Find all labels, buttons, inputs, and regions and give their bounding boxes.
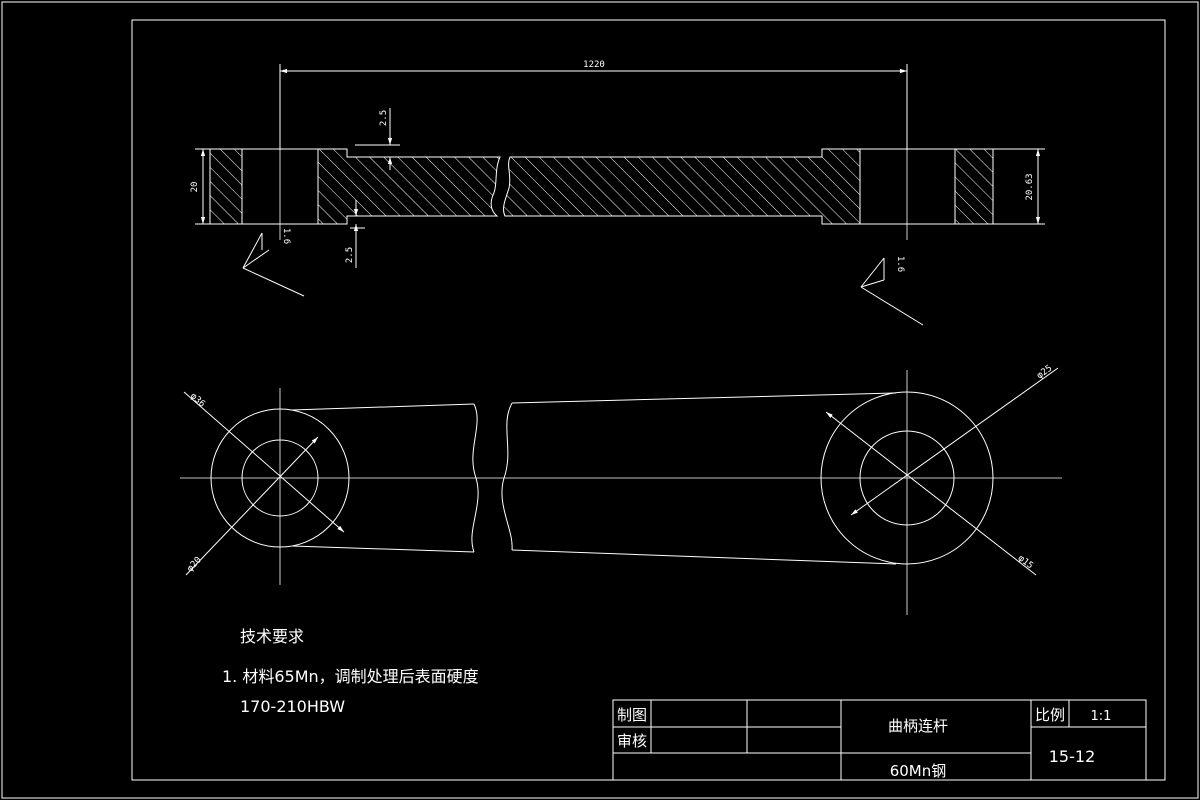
plan-view: φ36 φ20 φ25 φ15 (180, 364, 1062, 615)
notes-line-1: 1. 材料65Mn，调制处理后表面硬度 (222, 667, 479, 686)
right-body-hatch (503, 148, 861, 225)
title-block: 制图 审核 曲柄连杆 60Mn钢 比例 1:1 15-12 (612, 699, 1147, 781)
left-body-hatch (317, 148, 501, 225)
notes-line-2: 170-210HBW (240, 697, 345, 716)
right-inner-diameter: φ15 (1016, 553, 1035, 571)
section-view: 1220 20 20.63 2.5 2.5 (190, 60, 1045, 326)
roughness-symbol-left: 1.6 (242, 228, 305, 297)
checked-label: 审核 (617, 732, 647, 750)
step-bottom-dimension: 2.5 (345, 247, 355, 263)
right-boss-hatch (954, 148, 994, 225)
material: 60Mn钢 (890, 762, 947, 780)
break-line-left (471, 403, 479, 553)
drawing-number: 15-12 (1049, 747, 1096, 766)
left-boss-outer-circle (210, 408, 350, 548)
left-boss-inner-circle (241, 439, 319, 517)
step-top-dimension: 2.5 (379, 110, 389, 126)
part-name: 曲柄连杆 (888, 717, 948, 735)
inner-frame (131, 19, 1166, 781)
notes-heading: 技术要求 (240, 627, 304, 646)
left-boss-hatch-a (209, 148, 243, 225)
left-outer-diameter: φ36 (188, 391, 207, 409)
svg-text:1.6: 1.6 (281, 228, 291, 244)
roughness-symbol-right: 1.6 (860, 256, 924, 326)
scale-label: 比例 (1035, 706, 1065, 724)
scale-value: 1:1 (1091, 709, 1112, 724)
right-boss-inner-circle (859, 430, 955, 526)
drawn-label: 制图 (617, 706, 647, 724)
break-line-right (501, 402, 513, 551)
thickness-left-dimension: 20 (190, 182, 200, 193)
length-dimension: 1220 (583, 60, 605, 70)
left-inner-diameter: φ20 (185, 555, 203, 574)
right-boss-outer-circle (820, 391, 994, 565)
right-outer-diameter: φ25 (1035, 364, 1054, 382)
technical-notes: 技术要求 1. 材料65Mn，调制处理后表面硬度 170-210HBW (222, 627, 479, 716)
thickness-right-dimension: 20.63 (1025, 173, 1035, 200)
svg-text:1.6: 1.6 (895, 256, 905, 272)
